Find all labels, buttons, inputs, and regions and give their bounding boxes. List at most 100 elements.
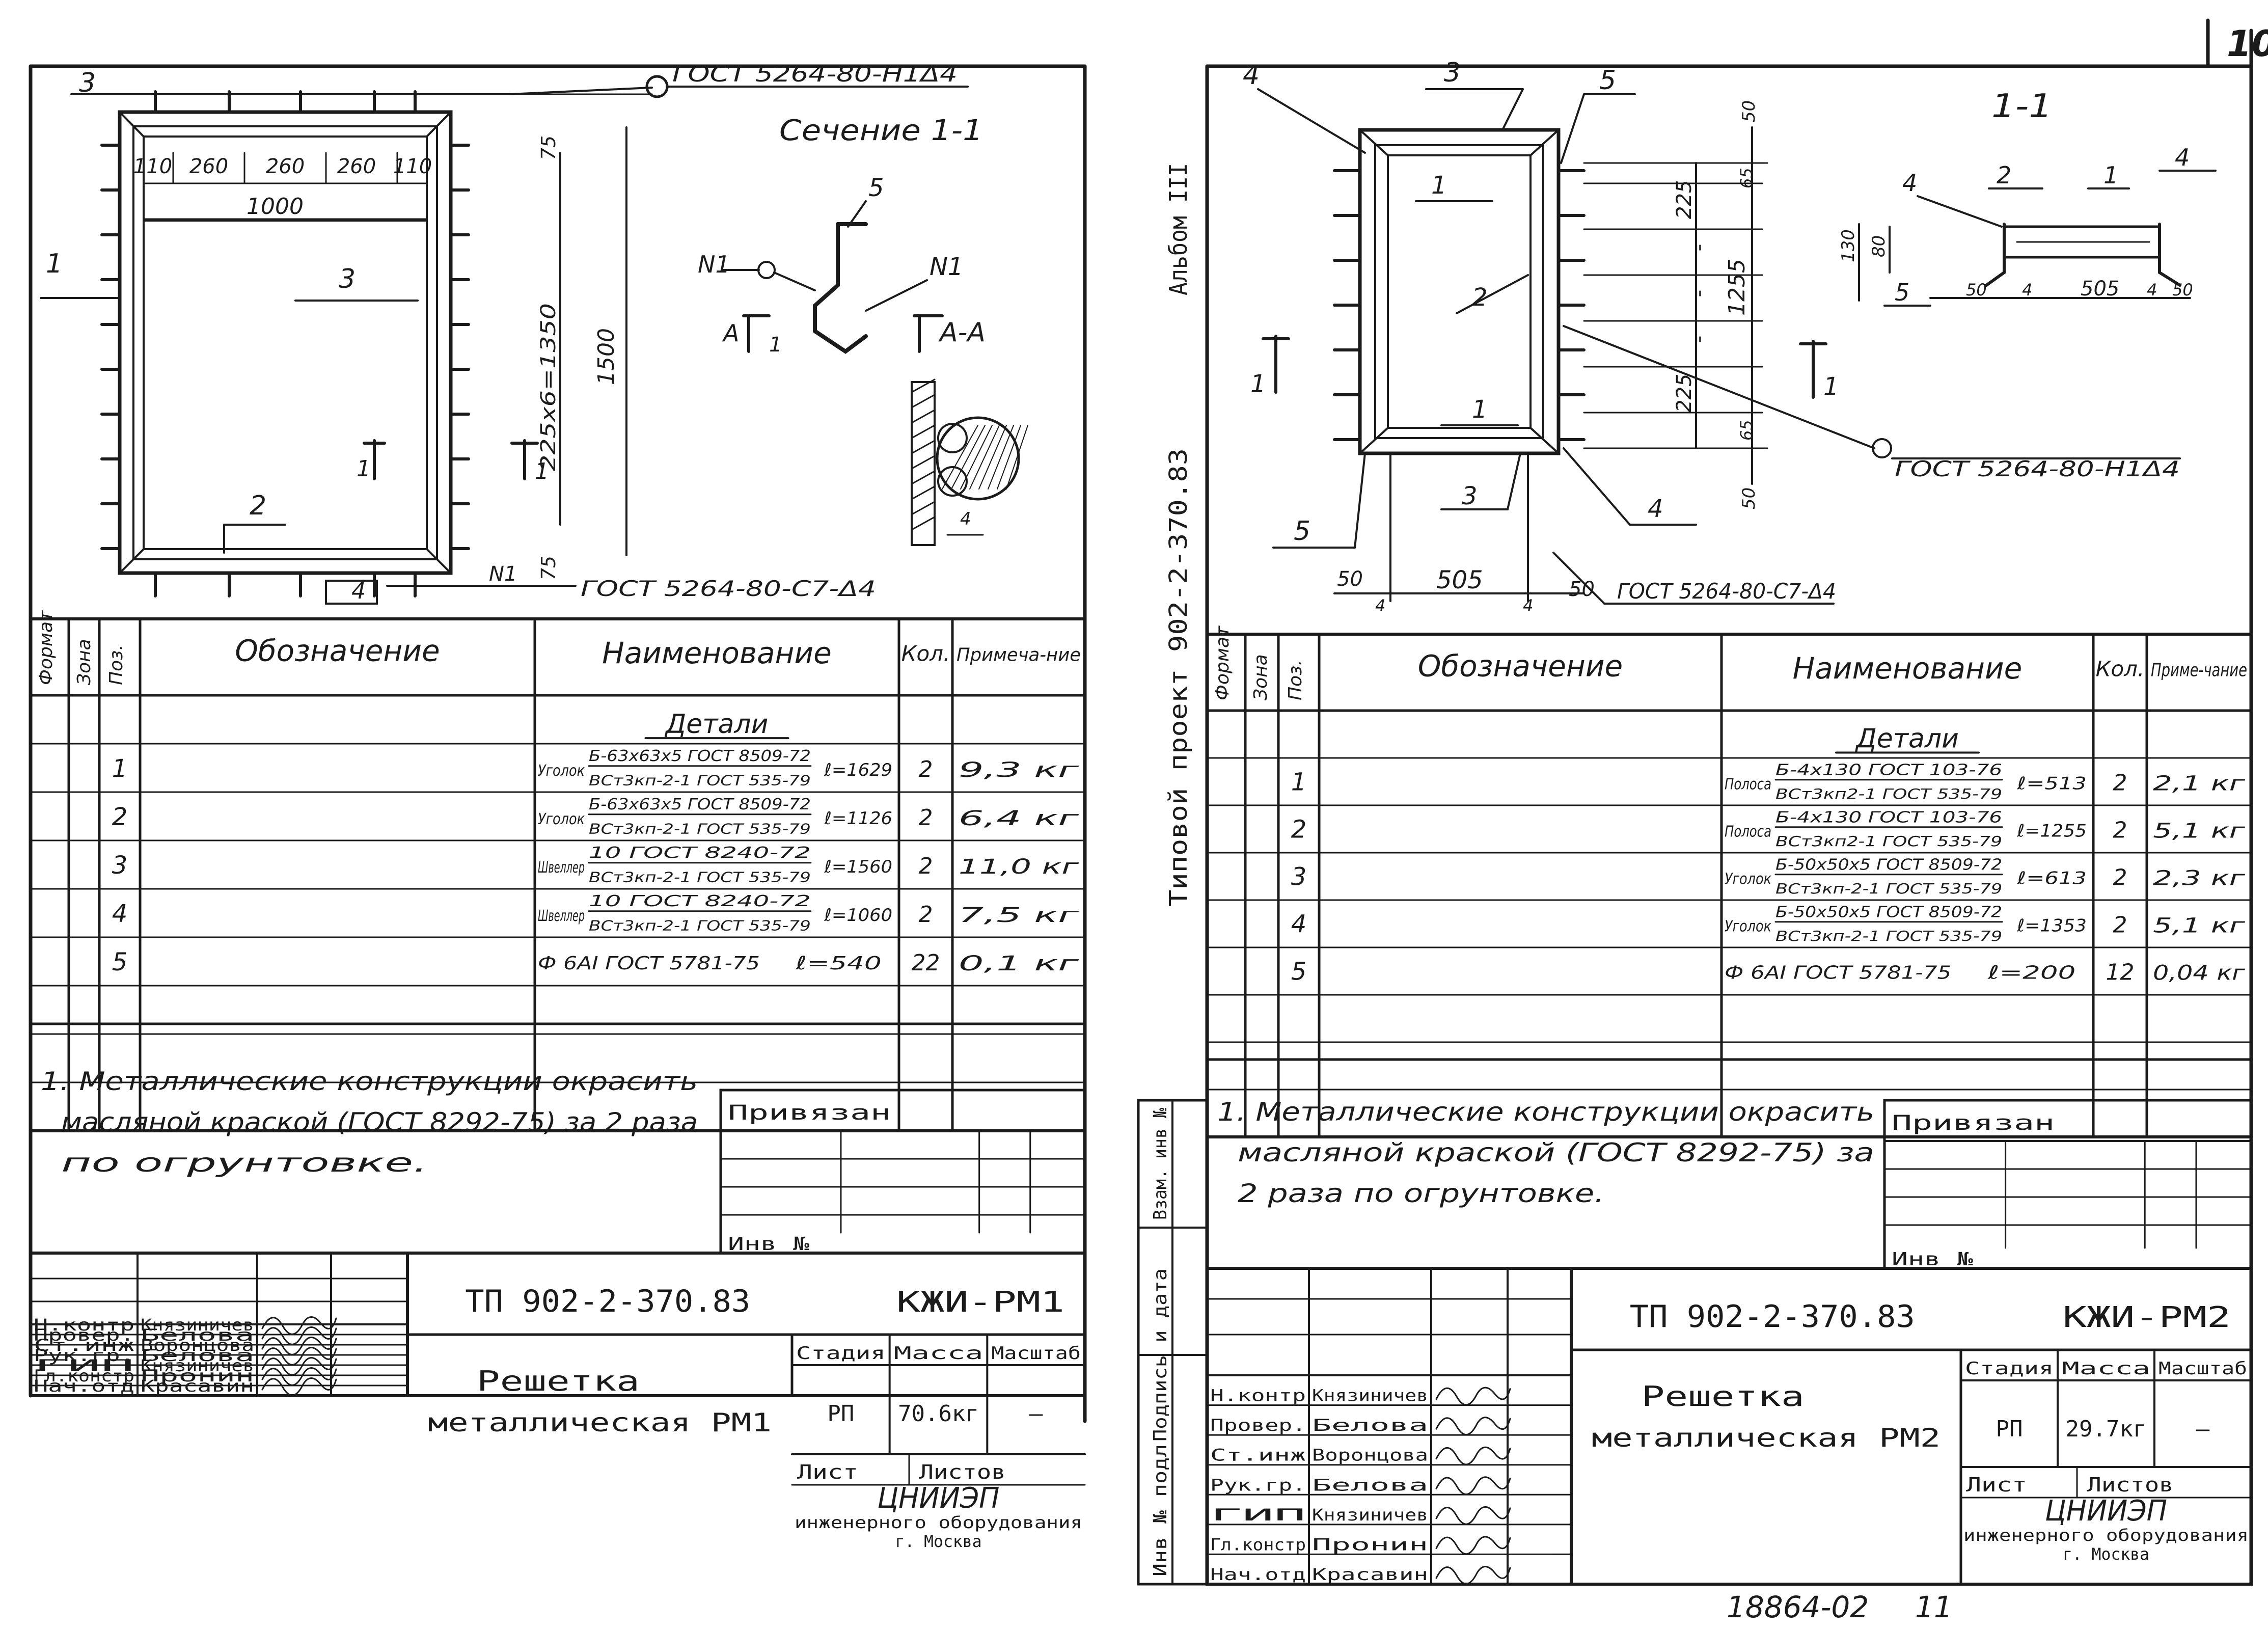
stamp-role: Н.контр [34,1315,134,1335]
spec-cell-kind: Уголок [1725,918,1771,936]
right-sec-label-1: 1 [2103,161,2118,189]
spec-header-name: Наименование [1793,651,2023,686]
spec-cell-note: 2,1 кг [2153,772,2246,796]
spec-header-qty: Кол. [2096,657,2145,682]
spec-cell-length: ℓ=1629 [824,760,892,780]
right-sec-label-4b: 4 [2175,144,2190,171]
spec-cell-profile: Б-50х50х5 ГОСТ 8509-72 [1775,903,2002,921]
stamp-name: Князиничев [141,1356,254,1375]
left-detail-hatch [911,424,936,439]
stamp-name: Красавин [141,1376,254,1396]
right-label-4: 4 [1243,60,1260,91]
spec-cell-steel: ВСт3кп-2-1 ГОСТ 535-79 [1775,880,2002,897]
right-label-1: 1 [1431,171,1447,200]
left-detail-hatch [911,470,936,485]
left-detail-bar-hatch [978,425,1007,490]
stamp-org-2: инженерного оборудования [795,1513,1082,1532]
stamp-val-0: РП [827,1401,854,1427]
stamp-title-2: металлическая РМ2 [1592,1423,1941,1453]
left-weld-leader [508,87,653,95]
right-grille-inner-2 [1387,154,1532,429]
right-sec-dim: 80 [1869,235,1889,257]
right-sec-label-4: 4 [1902,169,1917,197]
spec-cell-length: ℓ=513 [2016,774,2087,794]
spec-cell-profile: Ф 6АI ГОСТ 5781-75 [538,953,760,974]
right-leader [1917,195,2003,228]
left-leader [773,271,816,291]
right-dim: 50 [1569,578,1595,601]
right-section-1b: 1 [1823,372,1839,401]
spec-header-zone: Зона [1250,654,1271,700]
stamp-role: Нач.отд [1210,1565,1306,1584]
footer-page: 11 [1915,1590,1953,1624]
left-label-1: 1 [46,249,63,279]
spec-cell-length: ℓ=1255 [2016,821,2086,841]
spec-cell-steel: ВСт3кп-2-1 ГОСТ 535-79 [589,772,811,789]
left-n1-circle [757,261,776,279]
right-dim: 4 [1375,596,1385,615]
signature-scribble [261,1337,337,1355]
stamp-name: Красавин [1312,1565,1428,1584]
stamp-hdr-1: Масса [894,1343,983,1364]
right-corner [1529,129,1560,156]
stamp-doc-code: ТП 902-2-370.83 [465,1284,750,1319]
stamp-name: Белова [141,1325,254,1345]
spec-cell-qty: 2 [919,902,933,928]
stamp-val-1: 29.7кг [2066,1416,2147,1442]
spec-cell-pos: 1 [1291,768,1307,797]
stamp-hdr-0: Стадия [1965,1359,2054,1379]
signature-scribble [261,1316,337,1335]
left-angle-profile [813,329,868,354]
right-label-1b: 1 [1472,395,1488,424]
left-dim-1000: 1000 [247,194,304,220]
left-detail-weld [937,466,968,497]
spec-table-frame [1206,633,2253,1138]
left-label-4: 4 [351,578,366,604]
left-detail-plate [911,381,936,546]
stamp-name: Белова [141,1346,254,1365]
right-sec-dim: 130 [1838,229,1859,262]
spec-cell-qty: 12 [2106,960,2135,986]
left-label-3: 3 [79,68,96,98]
note-line-3: 2 раза по огрунтовке. [1238,1179,1604,1208]
right-sec-dim: 50 [2172,280,2193,300]
left-detail-hatch [911,501,936,515]
stamp-val-2: — [2196,1416,2210,1442]
signature-scribble [261,1326,337,1345]
stamp-role: Гл.констр [1210,1535,1306,1554]
right-label-5b: 5 [1294,516,1310,547]
spec-cell-length: ℓ=1060 [824,905,892,926]
stamp-doc-code: ТП 902-2-370.83 [1630,1299,1915,1335]
album-label: Альбом III [1164,163,1193,295]
signature-scribble [261,1357,337,1376]
spec-cell-steel: ВСт3кп-2-1 ГОСТ 535-79 [589,917,811,934]
spec-cell-pos: 2 [112,803,128,831]
stamp-role: Провер. [34,1325,134,1345]
stamp-name: Князиничев [1312,1386,1428,1405]
left-label-3c: 5 [868,174,884,202]
spec-cell-profile: 10 ГОСТ 8240-72 [589,844,811,862]
right-leader [1257,88,1366,154]
side-stamp-replace: Взам. инв № [1150,1108,1171,1220]
right-dim: 65 [1737,168,1756,188]
right-label-3b: 3 [1462,482,1478,510]
stamp-hdr-2: Масштаб [991,1343,1081,1364]
stamp-hdr-2: Масштаб [2158,1359,2247,1379]
spec-cell-pos: 5 [1291,958,1307,986]
spec-header-pos: Поз. [106,644,127,685]
right-label-4b: 4 [1648,495,1663,523]
spec-cell-profile: Б-4х130 ГОСТ 103-76 [1775,761,2002,779]
left-label-n1: N1 [698,251,730,278]
left-section-1b: 1 [535,458,549,484]
spec-cell-qty: 2 [919,805,933,831]
left-leader [847,200,867,228]
left-label-4-box [325,580,378,605]
page-number: 10 [2227,23,2268,65]
right-section-1a: 1 [1250,370,1266,398]
stamp-name: Князиничев [1312,1505,1428,1525]
signature-scribble [1435,1536,1511,1555]
signature-scribble [1435,1476,1511,1496]
right-label-5: 5 [1599,65,1616,96]
left-dim-1500: 1500 [593,328,619,385]
stamp-role: Н.контр [1210,1386,1306,1405]
